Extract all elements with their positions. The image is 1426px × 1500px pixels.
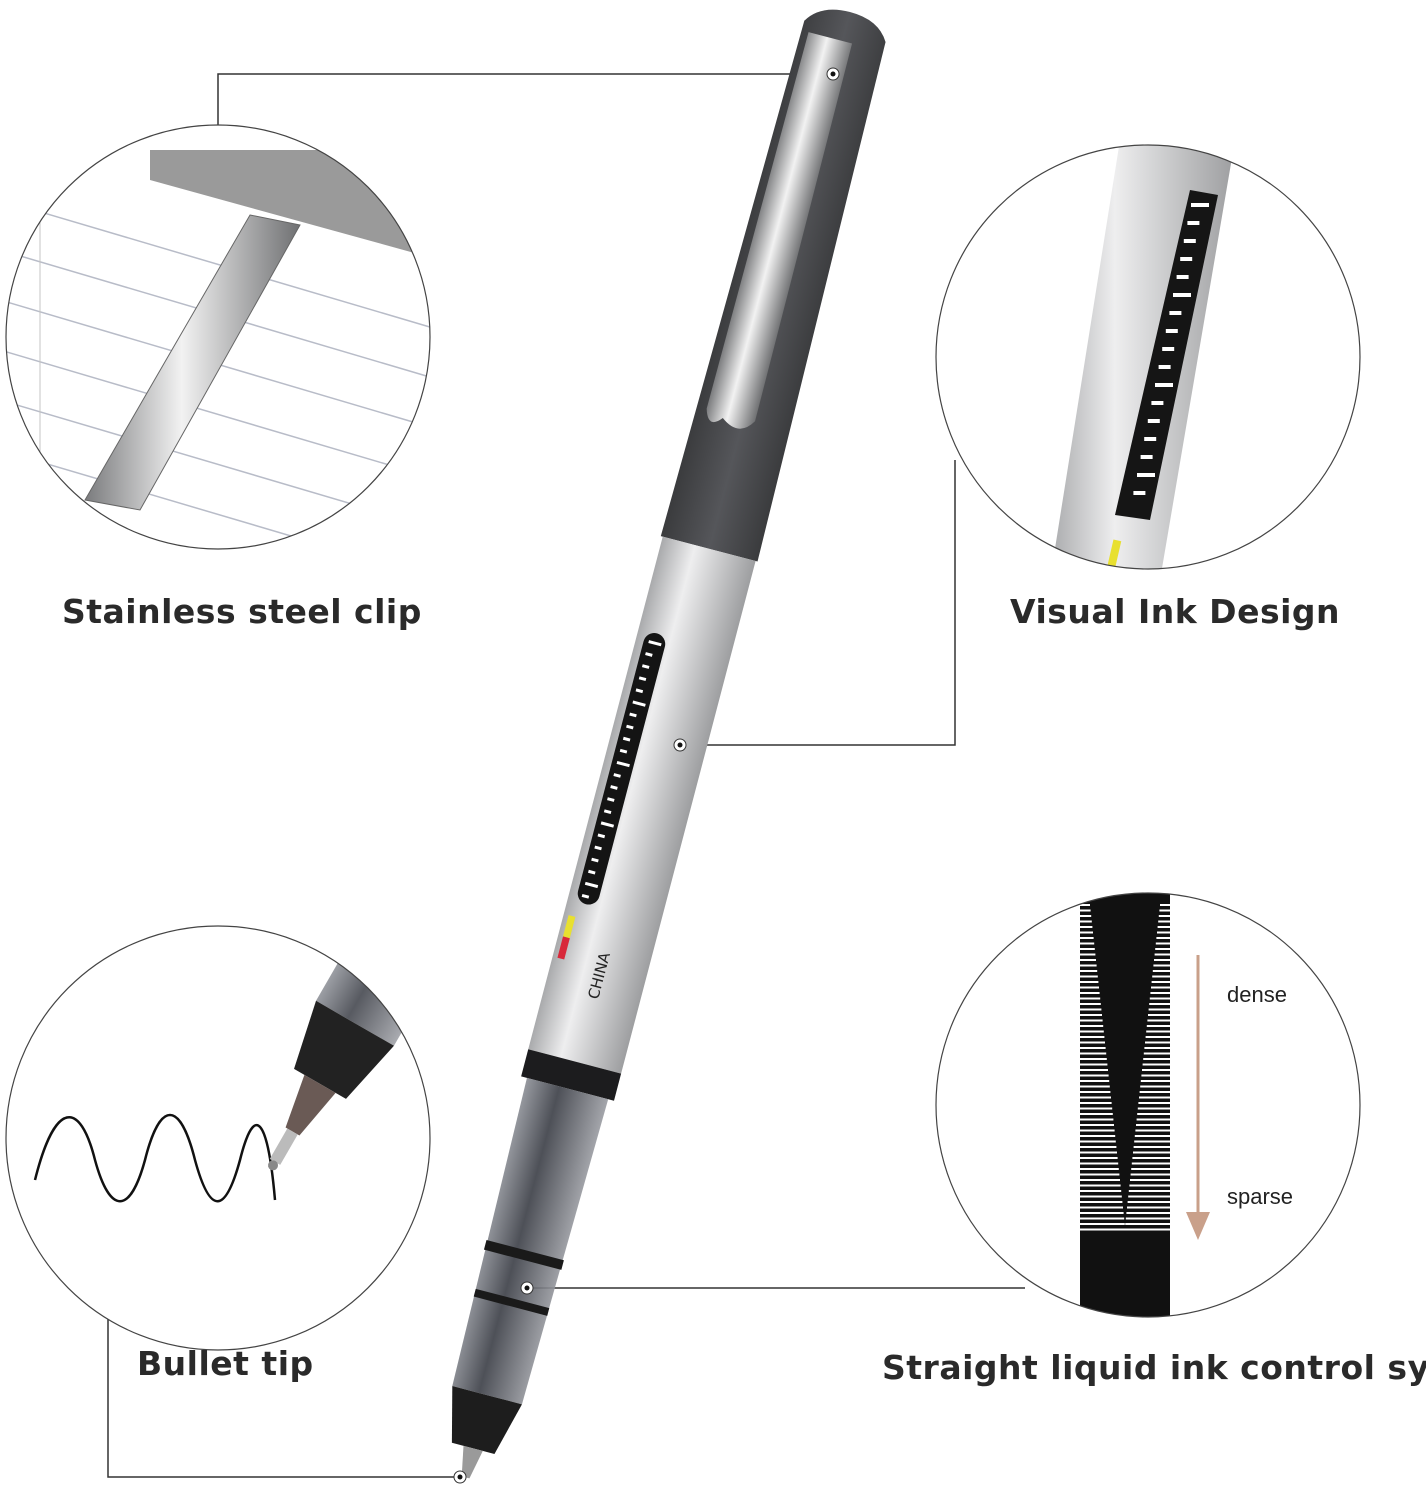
- feature-label-clip: Stainless steel clip: [62, 592, 422, 631]
- pen-tip: [461, 1445, 483, 1479]
- tick-mark: [626, 724, 634, 730]
- feature-label-bullet-tip: Bullet tip: [137, 1344, 314, 1383]
- tick-mark: [641, 664, 650, 669]
- pen: [451, 9, 886, 1479]
- tick-mark: [622, 736, 631, 742]
- ink-flow-sparse-label: sparse: [1227, 1184, 1294, 1209]
- tick-mark: [645, 652, 653, 657]
- tick-mark: [613, 773, 621, 778]
- tick-mark: [600, 821, 615, 828]
- tick-mark: [638, 676, 647, 682]
- tick-mark: [616, 760, 630, 768]
- tick-mark: [635, 688, 644, 694]
- feature-label-visual-ink: Visual Ink Design: [1010, 592, 1341, 631]
- tick-mark: [588, 869, 596, 875]
- tick-mark: [584, 881, 599, 889]
- pen-grip: [452, 1077, 609, 1405]
- tick-mark: [629, 712, 637, 718]
- tick-mark: [610, 785, 618, 790]
- ink-window-detail-image: [936, 145, 1360, 569]
- clip-detail-image: [6, 125, 430, 549]
- tick-mark: [619, 748, 628, 754]
- tick-mark: [648, 640, 662, 647]
- tick-mark: [594, 845, 602, 851]
- leader-lines: [107, 73, 1025, 1478]
- tick-mark: [603, 809, 612, 815]
- tick-mark: [581, 893, 590, 899]
- ink-flow-dense-label: dense: [1227, 982, 1287, 1007]
- pen-clip: [706, 32, 853, 429]
- tick-mark: [607, 797, 615, 802]
- tick-mark: [632, 700, 646, 707]
- tick-mark: [591, 857, 599, 863]
- ink-control-detail-image: [936, 893, 1360, 1317]
- feature-label-ink-control: Straight liquid ink control system: [882, 1348, 1426, 1387]
- callout-dots: [453, 67, 840, 1484]
- tick-mark: [597, 833, 606, 839]
- bullet-tip-detail-image: [6, 926, 430, 1350]
- pen-barrel: [528, 536, 756, 1074]
